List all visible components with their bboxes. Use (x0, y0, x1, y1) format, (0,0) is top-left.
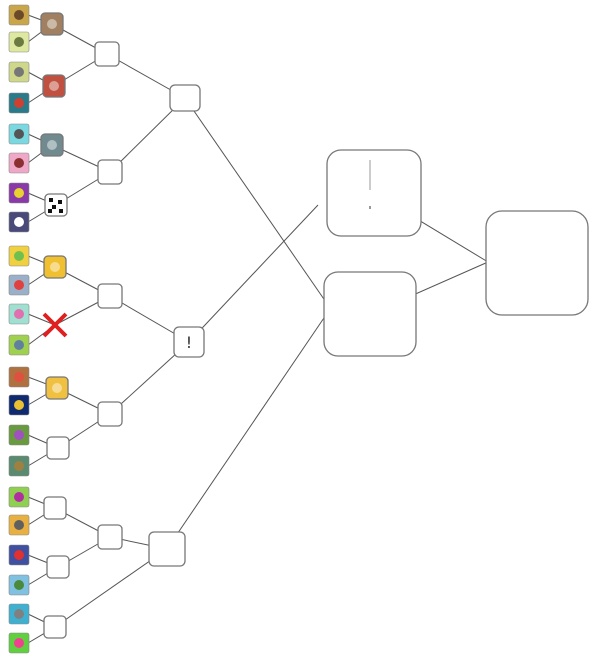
round4-slot (326, 149, 422, 237)
round1-slot (46, 436, 70, 460)
dice-pip (49, 198, 53, 202)
entrant-game-icon (8, 632, 30, 654)
bracket-line (184, 97, 329, 306)
bracket-line (166, 311, 329, 550)
round3-slot (169, 84, 201, 112)
round1-slot (44, 193, 68, 217)
round3-slot (148, 531, 186, 567)
dice-pip (58, 200, 62, 204)
entrant-game-icon (8, 303, 30, 325)
round4-mark-dot (369, 206, 371, 209)
entrant-game-icon (8, 486, 30, 508)
dice-pip (52, 205, 56, 209)
round3-slot (173, 326, 205, 358)
entrant-game-icon (8, 334, 30, 356)
entrant-game-icon (8, 123, 30, 145)
eliminated-x-icon (42, 312, 68, 338)
entrant-game-icon (8, 574, 30, 596)
round1-slot (40, 12, 64, 36)
entrant-game-icon (8, 514, 30, 536)
round1-slot (42, 74, 66, 98)
entrant-game-icon (8, 152, 30, 174)
entrant-game-icon (8, 211, 30, 233)
final-slot (485, 210, 589, 316)
entrant-game-icon (8, 31, 30, 53)
round1-slot (40, 133, 64, 157)
round1-slot (43, 255, 67, 279)
round4-slot (323, 271, 417, 357)
round1-slot (45, 376, 69, 400)
dice-pip (48, 209, 52, 213)
dice-pip (59, 209, 63, 213)
round2-slot (94, 41, 120, 67)
round1-slot (42, 312, 68, 338)
round1-slot (43, 615, 67, 639)
entrant-game-icon (8, 4, 30, 26)
round1-slot (43, 496, 67, 520)
entrant-game-icon (8, 394, 30, 416)
entrant-game-icon (8, 245, 30, 267)
entrant-game-icon (8, 366, 30, 388)
round2-slot (97, 159, 123, 185)
entrant-game-icon (8, 61, 30, 83)
entrant-game-icon (8, 92, 30, 114)
bracket-line (188, 204, 319, 343)
entrant-game-icon (8, 274, 30, 296)
round2-slot (97, 283, 123, 309)
round2-slot (97, 401, 123, 427)
round2-slot (97, 524, 123, 550)
entrant-game-icon (8, 544, 30, 566)
entrant-game-icon (8, 603, 30, 625)
entrant-game-icon (8, 455, 30, 477)
round3-mark: ! (186, 333, 192, 352)
bracket-line (54, 548, 168, 628)
entrant-game-icon (8, 182, 30, 204)
round1-slot (46, 555, 70, 579)
entrant-game-icon (8, 424, 30, 446)
